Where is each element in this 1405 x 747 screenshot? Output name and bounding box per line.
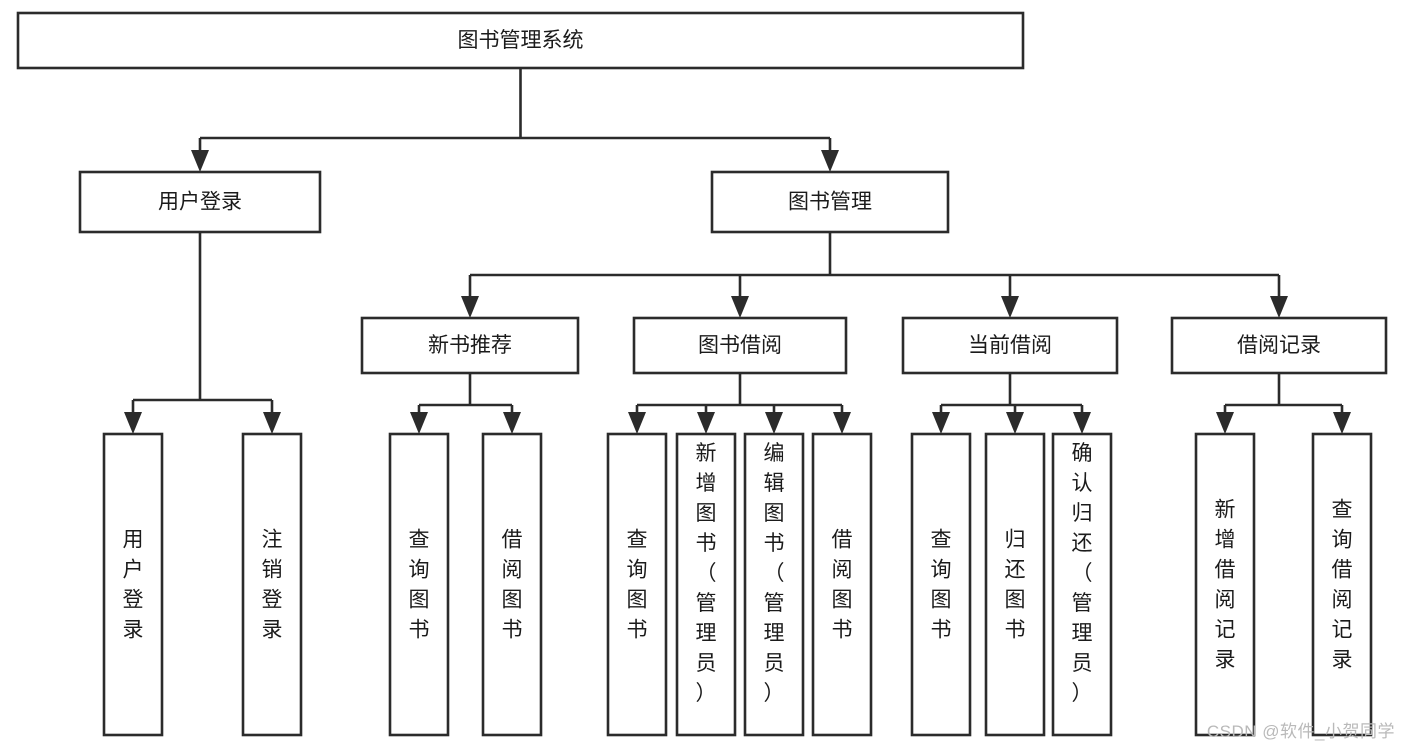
leaf-label-borrow-book-1: 借阅图书 <box>502 529 523 642</box>
new-book-recommend-to-query-book-1-arrowhead <box>410 412 428 434</box>
node-layer: 用户登录图书管理用户登录注销登录新书推荐查询图书借阅图书图书借阅查询图书新增图书… <box>16 11 1388 737</box>
current-borrow-to-return-book-arrowhead <box>1006 412 1024 434</box>
node-book-management[interactable] <box>710 170 950 234</box>
leaf-label-edit-book-admin: 编辑图书（管理员） <box>764 442 785 705</box>
book-borrow-to-query-book-2-arrowhead <box>628 412 646 434</box>
leaf-add-borrow-record[interactable] <box>1194 432 1256 737</box>
leaf-borrow-book-2[interactable] <box>811 432 873 737</box>
book-management-to-new-book-recommend-arrowhead <box>461 296 479 318</box>
book-borrow-to-borrow-book-2-arrowhead <box>833 412 851 434</box>
node-root[interactable] <box>16 11 1025 70</box>
current-borrow-to-confirm-return-admin-arrowhead <box>1073 412 1091 434</box>
leaf-return-book[interactable] <box>984 432 1046 737</box>
borrow-record-to-query-borrow-record-arrowhead <box>1333 412 1351 434</box>
node-user-login[interactable] <box>78 170 322 234</box>
leaf-label-return-book: 归还图书 <box>1005 529 1026 642</box>
leaf-add-book-admin[interactable] <box>675 432 737 737</box>
leaf-label-query-book-1: 查询图书 <box>409 529 430 642</box>
root-to-book-management-arrowhead <box>821 150 839 172</box>
node-book-borrow[interactable] <box>632 316 848 375</box>
node-label-new-book-recommend: 新书推荐 <box>428 334 512 357</box>
current-borrow-to-query-book-3-arrowhead <box>932 412 950 434</box>
user-login-to-user-login-do-arrowhead <box>124 412 142 434</box>
borrow-record-to-add-borrow-record-arrowhead <box>1216 412 1234 434</box>
leaf-query-book-1[interactable] <box>388 432 450 737</box>
node-new-book-recommend[interactable] <box>360 316 580 375</box>
node-label-book-borrow: 图书借阅 <box>698 334 782 357</box>
leaf-query-book-3[interactable] <box>910 432 972 737</box>
node-label-root: 图书管理系统 <box>458 29 584 52</box>
node-label-user-login: 用户登录 <box>158 191 242 214</box>
node-label-current-borrow: 当前借阅 <box>968 334 1052 357</box>
new-book-recommend-to-borrow-book-1-arrowhead <box>503 412 521 434</box>
leaf-edit-book-admin[interactable] <box>743 432 805 737</box>
book-borrow-to-edit-book-admin-arrowhead <box>765 412 783 434</box>
leaf-label-borrow-book-2: 借阅图书 <box>832 529 853 642</box>
connector-layer <box>124 68 1351 434</box>
leaf-label-add-book-admin: 新增图书（管理员） <box>696 442 717 705</box>
node-label-book-management: 图书管理 <box>788 191 872 214</box>
root-to-user-login-arrowhead <box>191 150 209 172</box>
node-borrow-record[interactable] <box>1170 316 1388 375</box>
leaf-label-query-borrow-record: 查询借阅记录 <box>1332 499 1353 672</box>
leaf-label-user-login-do: 用户登录 <box>123 529 144 642</box>
leaf-label-confirm-return-admin: 确认归还（管理员） <box>1072 442 1093 705</box>
leaf-query-book-2[interactable] <box>606 432 668 737</box>
leaf-user-login-do[interactable] <box>102 432 164 737</box>
leaf-query-borrow-record[interactable] <box>1311 432 1373 737</box>
node-label-borrow-record: 借阅记录 <box>1237 334 1321 357</box>
leaf-label-query-book-2: 查询图书 <box>627 529 648 642</box>
book-management-to-current-borrow-arrowhead <box>1001 296 1019 318</box>
leaf-label-query-book-3: 查询图书 <box>931 529 952 642</box>
leaf-label-add-borrow-record: 新增借阅记录 <box>1215 499 1236 672</box>
book-management-to-book-borrow-arrowhead <box>731 296 749 318</box>
leaf-user-logout[interactable] <box>241 432 303 737</box>
book-borrow-to-add-book-admin-arrowhead <box>697 412 715 434</box>
leaf-confirm-return-admin[interactable] <box>1051 432 1113 737</box>
node-current-borrow[interactable] <box>901 316 1119 375</box>
user-login-to-user-logout-arrowhead <box>263 412 281 434</box>
leaf-borrow-book-1[interactable] <box>481 432 543 737</box>
leaf-label-user-logout: 注销登录 <box>262 529 283 642</box>
csdn-watermark: CSDN @软件_小贺同学 <box>1206 722 1395 741</box>
book-management-to-borrow-record-arrowhead <box>1270 296 1288 318</box>
